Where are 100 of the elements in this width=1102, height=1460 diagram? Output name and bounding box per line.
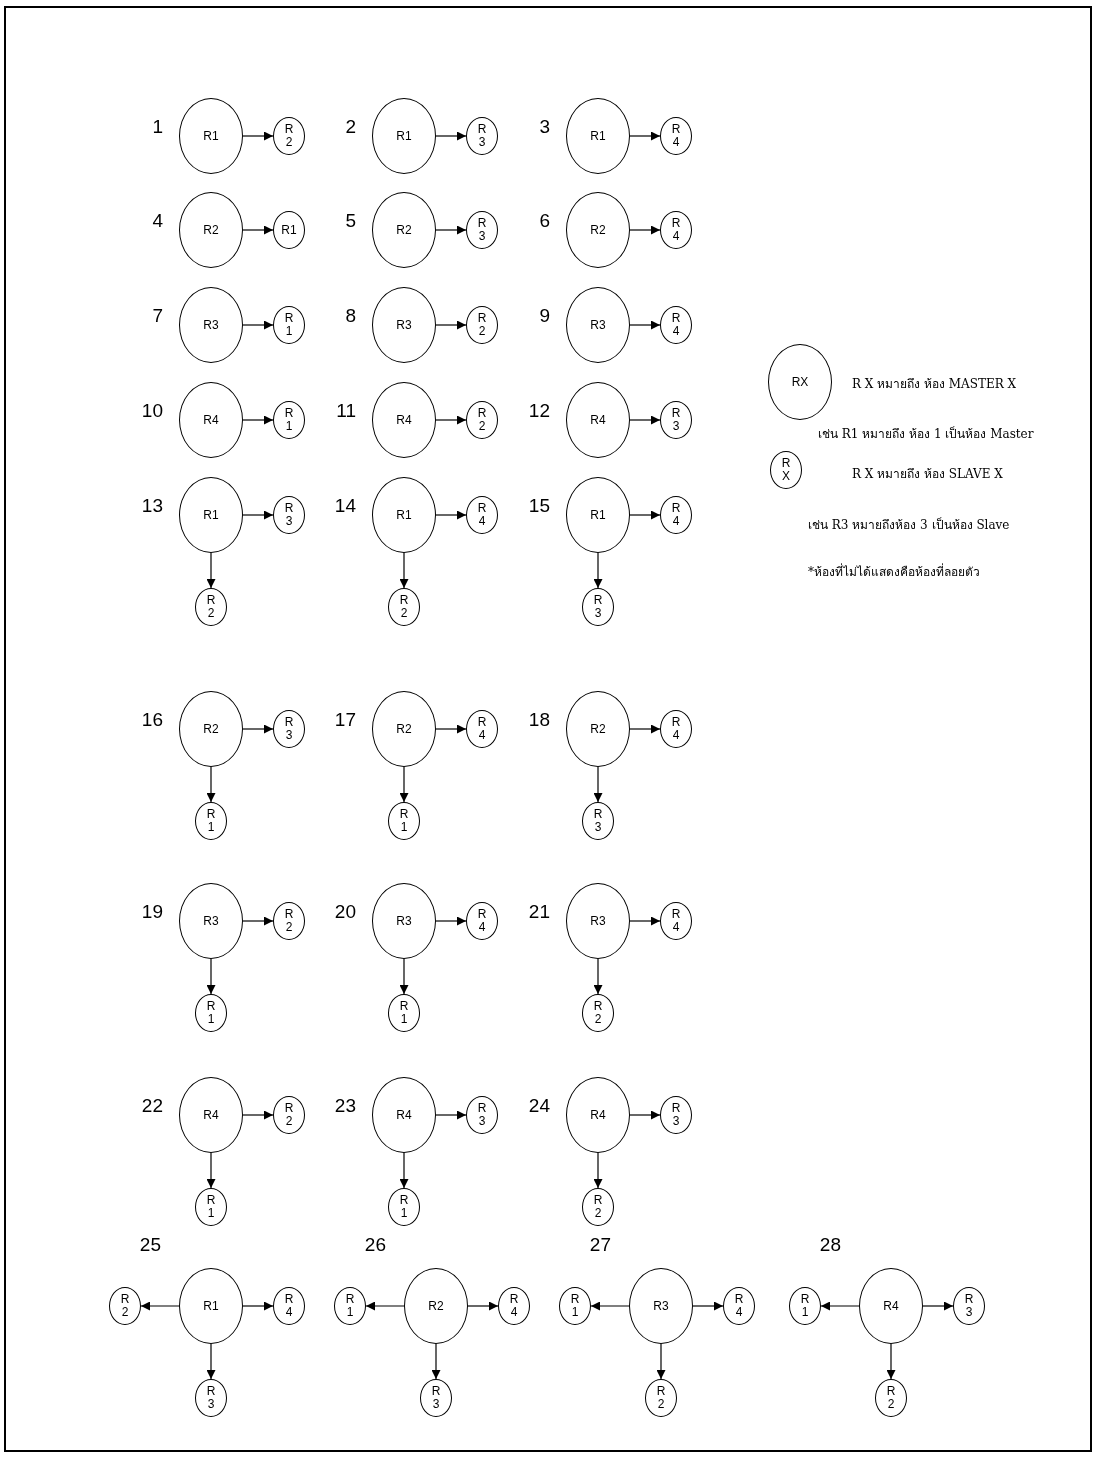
slave-circle: [660, 902, 692, 940]
slave-circle: [498, 1287, 530, 1325]
room-label: R1: [590, 129, 606, 143]
room-label: R 4: [477, 502, 487, 528]
room-label: R3: [590, 914, 606, 928]
arrow: [399, 552, 409, 589]
arrow: [242, 415, 274, 425]
slave-circle: [195, 994, 227, 1032]
slave-circle: [466, 710, 498, 748]
config-number: 1: [152, 116, 163, 138]
room-label: R 1: [206, 1194, 216, 1220]
arrow: [140, 1301, 180, 1311]
slave-circle: [334, 1287, 366, 1325]
arrow: [435, 225, 467, 235]
room-label: R 1: [399, 1194, 409, 1220]
slave-circle: [388, 802, 420, 840]
room-label: R 2: [477, 312, 487, 338]
room-label: R2: [396, 223, 412, 237]
config-number: 24: [528, 1095, 550, 1117]
config-number: 9: [539, 305, 550, 327]
room-label: R 2: [284, 908, 294, 934]
arrow: [242, 916, 274, 926]
slave-circle: [645, 1379, 677, 1417]
arrow: [629, 131, 661, 141]
slave-circle: [273, 902, 305, 940]
arrow: [242, 1110, 274, 1120]
arrow: [399, 958, 409, 995]
slave-circle: [466, 401, 498, 439]
slave-circle: [582, 802, 614, 840]
slave-circle: [388, 1188, 420, 1226]
arrow: [435, 320, 467, 330]
room-label: R 3: [477, 123, 487, 149]
slave-circle: [466, 117, 498, 155]
room-label: R 2: [886, 1385, 896, 1411]
arrow: [435, 724, 467, 734]
arrow: [629, 916, 661, 926]
slave-circle: [195, 588, 227, 626]
room-label: R1: [396, 508, 412, 522]
slave-circle: [273, 496, 305, 534]
config-number: 12: [528, 400, 550, 422]
slave-circle: [466, 496, 498, 534]
arrow: [435, 916, 467, 926]
slave-circle: [420, 1379, 452, 1417]
arrow: [206, 766, 216, 803]
room-label: R2: [203, 223, 219, 237]
room-label: R1: [203, 129, 219, 143]
room-label: R 4: [671, 716, 681, 742]
arrow: [629, 415, 661, 425]
note-text: เช่น R3 หมายถึงห้อง 3 เป็นห้อง Slave: [808, 516, 1010, 534]
room-label: R4: [396, 1108, 412, 1122]
room-label: R 4: [671, 217, 681, 243]
room-label: R X: [781, 457, 791, 483]
slave-circle: [660, 401, 692, 439]
slave-circle: [466, 211, 498, 249]
slave-circle: [660, 1096, 692, 1134]
room-label: R 1: [345, 1293, 355, 1319]
room-label: R 4: [671, 502, 681, 528]
config-number: 8: [345, 305, 356, 327]
arrow: [593, 958, 603, 995]
slave-circle: [195, 1188, 227, 1226]
room-label: R 3: [477, 1102, 487, 1128]
config-number: 13: [141, 495, 163, 517]
config-number: 22: [141, 1095, 163, 1117]
arrow: [629, 225, 661, 235]
room-label: R 2: [284, 123, 294, 149]
config-number: 11: [336, 400, 356, 422]
arrow: [435, 1110, 467, 1120]
room-label: R3: [396, 914, 412, 928]
slave-circle: [582, 994, 614, 1032]
room-label: R4: [590, 413, 606, 427]
slave-circle: [582, 1188, 614, 1226]
slave-circle: [660, 710, 692, 748]
room-label: R3: [653, 1299, 669, 1313]
room-label: R 3: [206, 1385, 216, 1411]
slave-circle: [582, 588, 614, 626]
room-label: R 2: [284, 1102, 294, 1128]
arrow: [692, 1301, 724, 1311]
config-number: 16: [141, 709, 163, 731]
arrow: [629, 510, 661, 520]
slave-circle: [388, 994, 420, 1032]
room-label: R 1: [570, 1293, 580, 1319]
slave-circle: [273, 1287, 305, 1325]
room-label: R1: [203, 1299, 219, 1313]
room-label: R 4: [671, 908, 681, 934]
room-label: R 4: [671, 123, 681, 149]
config-number: 3: [539, 116, 550, 138]
config-number: 23: [334, 1095, 356, 1117]
room-label: R 4: [284, 1293, 294, 1319]
room-label: R1: [590, 508, 606, 522]
slave-circle: [660, 306, 692, 344]
config-number: 28: [819, 1234, 841, 1256]
config-number: 5: [345, 210, 356, 232]
room-label: R2: [203, 722, 219, 736]
config-number: 10: [141, 400, 163, 422]
slave-circle: [466, 902, 498, 940]
config-number: 25: [139, 1234, 161, 1256]
room-label: R4: [396, 413, 412, 427]
arrow: [242, 510, 274, 520]
config-number: 14: [334, 495, 356, 517]
note-text: *ห้องที่ไม่ได้แสดงคือห้องที่ลอยตัว: [808, 562, 980, 581]
